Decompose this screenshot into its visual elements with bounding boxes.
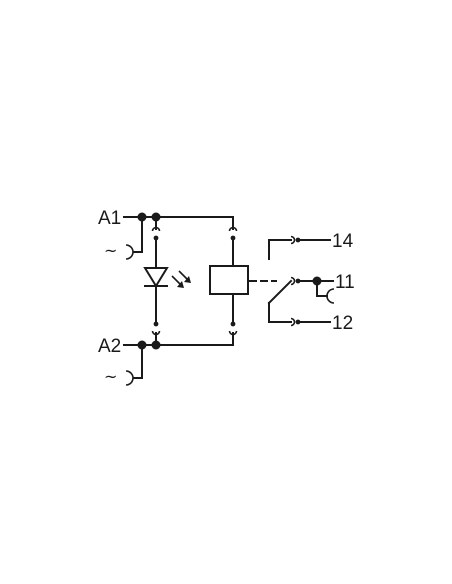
contact-14-connector-icon bbox=[290, 235, 296, 245]
coil-box-icon bbox=[209, 265, 249, 295]
contact-12-connector-icon bbox=[290, 317, 296, 327]
a1-socket-contact-icon bbox=[125, 244, 134, 260]
a2-socket-contact-icon bbox=[125, 370, 134, 386]
led-lower-connector-pin bbox=[153, 321, 159, 327]
led-upper-connector-pin bbox=[153, 235, 159, 241]
relay-coil bbox=[209, 216, 249, 346]
terminal-14-label: 14 bbox=[332, 231, 354, 252]
led-diode-icon bbox=[143, 267, 169, 288]
terminal-a1-label: A1 bbox=[98, 208, 121, 229]
light-emission-icon bbox=[171, 270, 191, 288]
contact-11-socket-wire bbox=[316, 280, 328, 297]
contact-11-pin bbox=[295, 278, 301, 284]
terminal-a2: A2 ~ bbox=[98, 336, 234, 386]
changeover-contact: 14 11 12 bbox=[267, 231, 355, 334]
terminal-11-label: 11 bbox=[335, 272, 355, 293]
nc-contact-lead bbox=[268, 302, 292, 323]
coil-lower-connector-pin bbox=[230, 321, 236, 327]
coil-upper-connector-pin bbox=[230, 235, 236, 241]
terminal-a1: A1 ~ bbox=[98, 208, 234, 260]
contact-11-connector-icon bbox=[290, 276, 296, 286]
a2-socket-wire bbox=[133, 344, 143, 379]
terminal-a2-label: A2 bbox=[98, 336, 121, 357]
a2-ac-symbol: ~ bbox=[104, 367, 117, 386]
terminal-12-label: 12 bbox=[332, 313, 353, 334]
no-contact-lead bbox=[268, 239, 292, 260]
a1-ac-symbol: ~ bbox=[104, 241, 117, 260]
contact-11-socket-icon bbox=[326, 288, 335, 304]
led-indicator bbox=[143, 216, 191, 346]
coil-upper-connector-icon bbox=[228, 226, 238, 232]
a1-socket-wire bbox=[133, 216, 143, 253]
switch-blade bbox=[267, 279, 293, 305]
contact-12-pin bbox=[295, 319, 301, 325]
led-upper-connector-icon bbox=[151, 226, 161, 232]
contact-14-pin bbox=[295, 237, 301, 243]
